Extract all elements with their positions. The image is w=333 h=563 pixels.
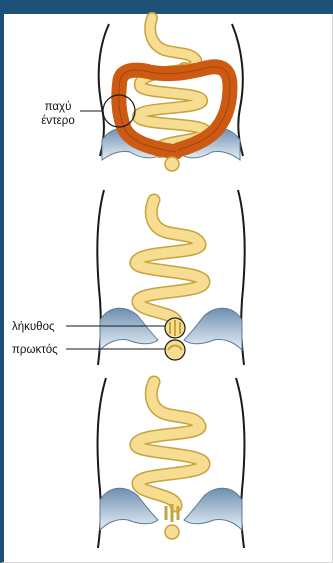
anus-3 [165,525,179,539]
panel-colon-intact: παχύ έντερο [41,18,243,171]
panel-final [98,378,245,548]
label-pouch: λήκυθος [12,321,55,333]
label-large-intestine-line1: παχύ [45,101,72,113]
pelvis-right-3 [184,488,242,530]
label-large-intestine-line2: έντερο [41,115,74,127]
label-rectum: πρωκτός [12,344,58,356]
anus-1 [165,157,179,171]
panel-colon-removed-pouch: λήκυθος πρωκτός [12,190,245,365]
pelvis-right-2 [184,308,242,350]
